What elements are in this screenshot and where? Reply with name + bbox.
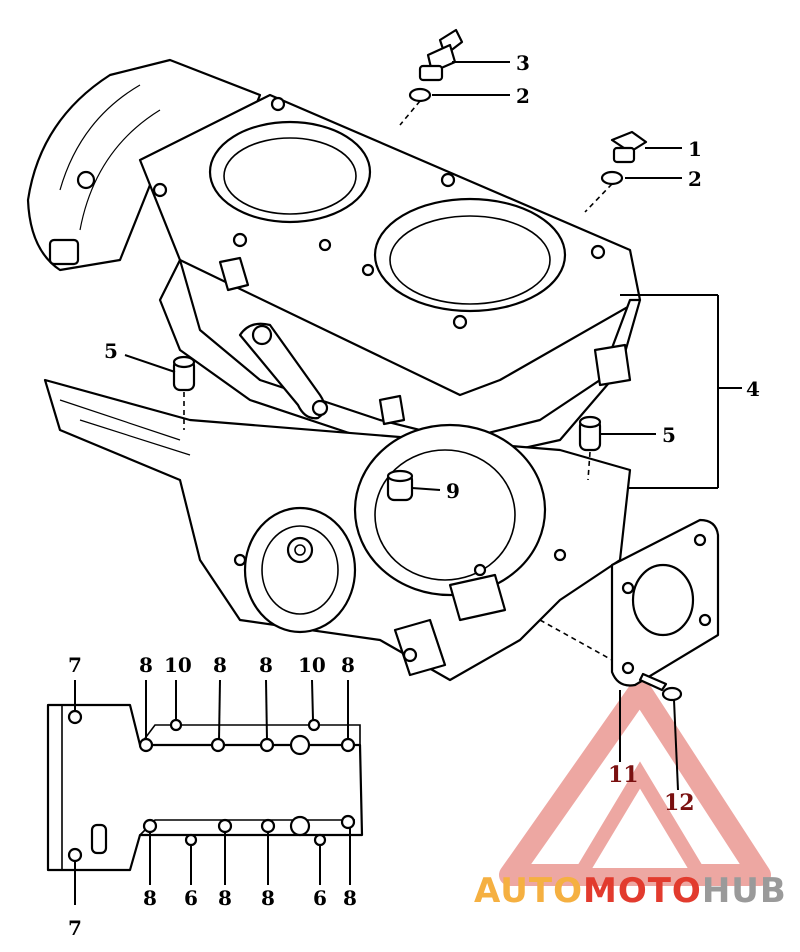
callout-9: 9 [446, 479, 460, 503]
callout-2-right: 2 [688, 167, 702, 191]
screw-part-12 [638, 672, 683, 702]
callout-2-top: 2 [516, 84, 530, 108]
callout-8-bottom-c: 8 [261, 886, 275, 910]
inset-cover-detail [46, 679, 364, 905]
automotohub-logo-triangle [499, 679, 771, 886]
watermark-auto: AUTO [474, 871, 583, 911]
callout-5-left: 5 [104, 339, 118, 363]
callout-8-bottom-b: 8 [218, 886, 232, 910]
callout-12: 12 [664, 790, 695, 816]
callout-7-bottom: 7 [68, 916, 82, 940]
callout-8-top-d: 8 [341, 653, 355, 677]
callout-6-bottom-a: 6 [184, 886, 198, 910]
callout-8-bottom-a: 8 [143, 886, 157, 910]
washer-top [408, 87, 432, 103]
callout-4: 4 [746, 377, 760, 401]
watermark-moto: MOTO [583, 871, 702, 911]
fitting-part-3 [418, 28, 464, 82]
callout-7-top: 7 [68, 653, 82, 677]
callout-5-right: 5 [662, 423, 676, 447]
callout-8-top-c: 8 [259, 653, 273, 677]
watermark-hub: HUB [702, 871, 787, 911]
callout-labels: 3 2 1 2 4 5 5 9 11 12 7 8 10 8 8 10 8 8 … [68, 51, 760, 940]
leader-lines [124, 61, 742, 791]
automotohub-watermark: AUTOMOTOHUB [474, 871, 787, 911]
callout-6-bottom-b: 6 [313, 886, 327, 910]
callout-11: 11 [608, 762, 639, 788]
callout-8-bottom-d: 8 [343, 886, 357, 910]
upper-crankcase [26, 58, 642, 462]
callout-1: 1 [688, 137, 702, 161]
callout-10-top-a: 10 [164, 653, 192, 677]
callout-8-top-b: 8 [213, 653, 227, 677]
callout-3: 3 [516, 51, 530, 75]
plug-part-1 [610, 130, 648, 164]
lower-crankcase [43, 378, 632, 682]
callout-8-top-a: 8 [139, 653, 153, 677]
callout-10-top-b: 10 [298, 653, 326, 677]
washer-right [600, 170, 624, 186]
gasket-plate [610, 518, 720, 687]
svg-text:AUTOMOTOHUB: AUTOMOTOHUB [474, 871, 787, 911]
